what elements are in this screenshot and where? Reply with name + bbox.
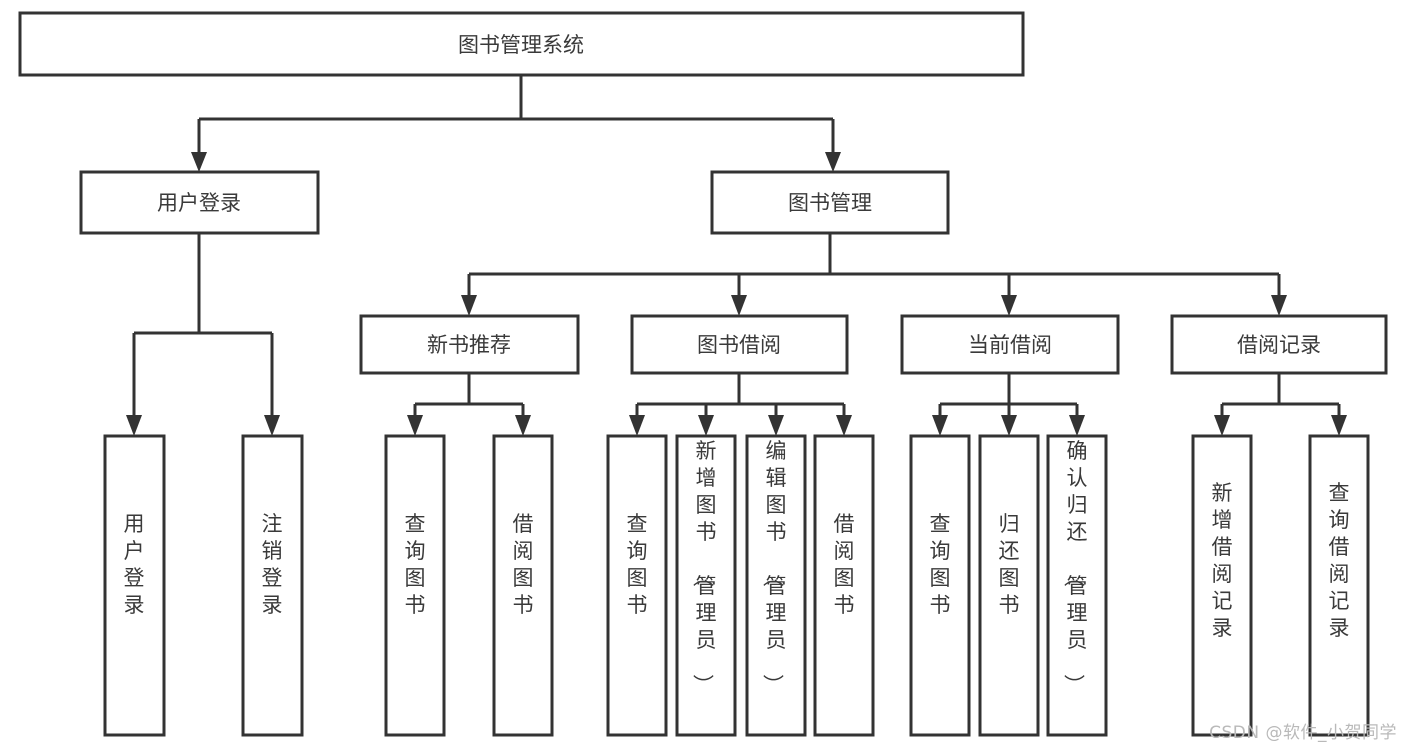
arrow-head-leaf-borrow-book-1 [515,415,531,436]
node-login-label: 用户登录 [157,191,241,215]
node-bookmgmt-label: 图书管理 [788,191,872,215]
node-leaf-user-login-box[interactable] [103,434,166,737]
node-leaf-query-record-label: 查询借阅记录 [1329,481,1350,640]
node-bookmgmt[interactable]: 图书管理 [710,170,950,235]
arrow-head-current [1001,295,1017,316]
node-login-box[interactable] [79,170,320,235]
arrow-head-leaf-confirm-return [1069,415,1085,436]
arrow-head-leaf-add-record [1214,415,1230,436]
node-leaf-borrow-book-2-label: 借阅图书 [834,512,855,617]
arrow-head-records [1271,295,1287,316]
node-leaf-query-book-1-box[interactable] [384,434,446,737]
node-leaf-query-book-3-box[interactable] [909,434,971,737]
node-leaf-return-book[interactable]: 归还图书 [978,434,1040,737]
node-leaf-query-book-3-label: 查询图书 [930,512,951,617]
node-leaf-add-book-label: 新增图书（管理员） [691,439,717,695]
arrow-head-leaf-query-book-2 [629,415,645,436]
node-leaf-confirm-return-box[interactable] [1046,434,1108,737]
node-newbook-box[interactable] [359,314,580,375]
node-leaf-add-book-box[interactable] [675,434,737,737]
arrow-head-leaf-logout [264,415,280,436]
node-borrow-box[interactable] [630,314,849,375]
arrow-head-leaf-add-book [698,415,714,436]
node-leaf-add-record-box[interactable] [1191,434,1253,737]
node-leaf-borrow-book-1[interactable]: 借阅图书 [492,434,554,737]
arrow-head-leaf-borrow-book-2 [836,415,852,436]
node-leaf-query-book-1-label: 查询图书 [405,512,426,617]
node-leaf-edit-book[interactable]: 编辑图书（管理员） [745,434,807,737]
node-leaf-confirm-return-label: 确认归还（管理员） [1062,439,1088,695]
node-leaf-borrow-book-2[interactable]: 借阅图书 [813,434,875,737]
node-leaf-edit-book-box[interactable] [745,434,807,737]
node-leaf-return-book-label: 归还图书 [999,512,1020,617]
node-leaf-borrow-book-1-label: 借阅图书 [513,512,534,617]
node-records-label: 借阅记录 [1237,333,1321,357]
node-leaf-user-login-label: 用户登录 [124,512,145,617]
node-records[interactable]: 借阅记录 [1170,314,1388,375]
node-leaf-user-login[interactable]: 用户登录 [103,434,166,737]
node-current-box[interactable] [900,314,1120,375]
node-leaf-query-book-2[interactable]: 查询图书 [606,434,668,737]
node-leaf-edit-book-label: 编辑图书（管理员） [761,439,787,695]
node-leaf-add-record-label: 新增借阅记录 [1212,481,1233,640]
arrow-head-bookmgmt [825,152,841,172]
node-borrow[interactable]: 图书借阅 [630,314,849,375]
node-leaf-borrow-book-2-box[interactable] [813,434,875,737]
node-leaf-borrow-book-1-box[interactable] [492,434,554,737]
node-records-box[interactable] [1170,314,1388,375]
node-leaf-query-book-1[interactable]: 查询图书 [384,434,446,737]
node-leaf-add-book[interactable]: 新增图书（管理员） [675,434,737,737]
node-leaf-logout-box[interactable] [241,434,304,737]
node-leaf-query-book-2-label: 查询图书 [627,512,648,617]
node-newbook-label: 新书推荐 [427,333,511,357]
arrow-head-leaf-edit-book [768,415,784,436]
node-root-box[interactable] [18,11,1025,77]
node-leaf-logout[interactable]: 注销登录 [241,434,304,737]
node-newbook[interactable]: 新书推荐 [359,314,580,375]
arrow-head-login [191,152,207,172]
node-leaf-return-book-box[interactable] [978,434,1040,737]
node-leaf-confirm-return[interactable]: 确认归还（管理员） [1046,434,1108,737]
node-current-label: 当前借阅 [968,333,1052,357]
node-leaf-query-record[interactable]: 查询借阅记录 [1308,434,1370,737]
node-current[interactable]: 当前借阅 [900,314,1120,375]
node-leaf-query-book-3[interactable]: 查询图书 [909,434,971,737]
arrow-head-leaf-query-book-3 [932,415,948,436]
node-leaf-query-record-box[interactable] [1308,434,1370,737]
node-root[interactable]: 图书管理系统 [18,11,1025,77]
connector-layer [126,75,1347,436]
arrow-head-leaf-return-book [1001,415,1017,436]
node-leaf-query-book-2-box[interactable] [606,434,668,737]
arrow-head-leaf-query-book-1 [407,415,423,436]
node-bookmgmt-box[interactable] [710,170,950,235]
node-leaf-add-record[interactable]: 新增借阅记录 [1191,434,1253,737]
arrow-head-leaf-user-login [126,415,142,436]
arrow-head-newbook [461,295,477,316]
arrow-head-borrow [731,295,747,316]
node-root-label: 图书管理系统 [458,33,584,57]
node-login[interactable]: 用户登录 [79,170,320,235]
arrow-head-leaf-query-record [1331,415,1347,436]
node-leaf-logout-label: 注销登录 [262,512,283,617]
node-borrow-label: 图书借阅 [697,333,781,357]
